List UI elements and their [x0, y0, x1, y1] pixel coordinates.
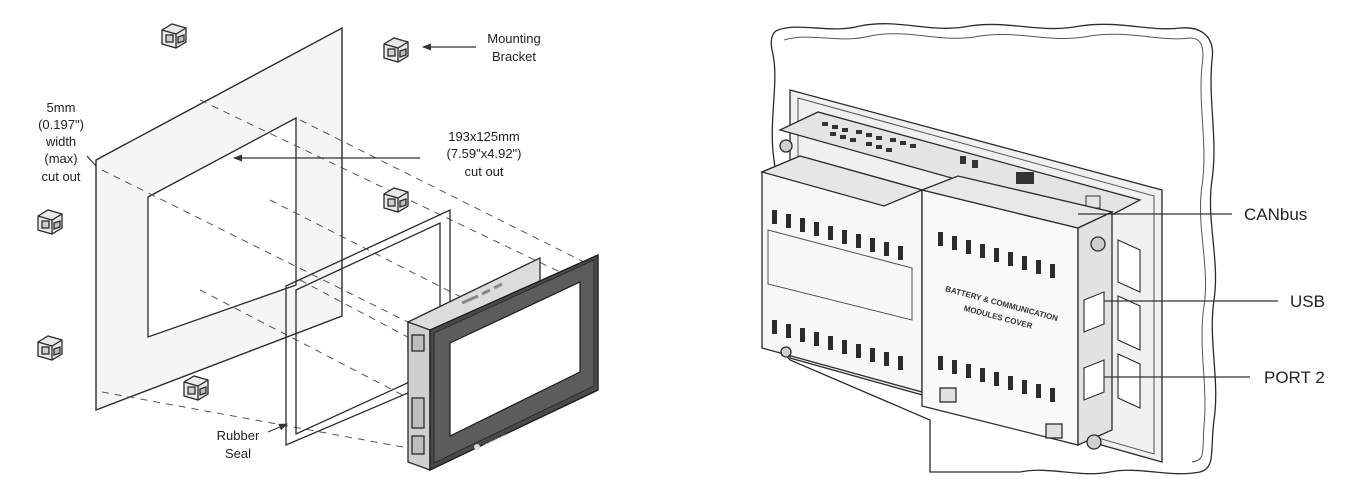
rubber-seal-label: Rubber Seal: [217, 428, 260, 461]
mounting-bracket-icon: [37, 209, 63, 235]
hmi-device: UNITRONICS: [407, 253, 599, 472]
bottom-clip: [1045, 423, 1063, 439]
svg-text:cut out: cut out: [464, 164, 503, 179]
bottom-clip: [939, 387, 957, 403]
left-module-vents: [772, 210, 903, 370]
mounting-bracket-icon: [383, 37, 409, 63]
svg-text:5mm: 5mm: [47, 100, 76, 115]
svg-text:width: width: [45, 134, 76, 149]
panel-thickness-label: 5mm (0.197") width (max) cut out: [38, 100, 84, 184]
svg-text:Rubber: Rubber: [217, 428, 260, 443]
svg-text:Mounting: Mounting: [487, 31, 540, 46]
svg-text:cut out: cut out: [41, 169, 80, 184]
mounting-bracket-icon: [183, 375, 209, 401]
svg-text:Seal: Seal: [225, 446, 251, 461]
mounting-bracket-icon: [161, 23, 187, 49]
thickness-leader: [86, 155, 97, 167]
svg-text:193x125mm: 193x125mm: [448, 129, 520, 144]
canbus-label: CANbus: [1244, 205, 1307, 224]
usb-label: USB: [1290, 292, 1325, 311]
seal-leader: [267, 423, 288, 433]
svg-text:(max): (max): [44, 151, 77, 166]
cover-vents: [938, 232, 1055, 402]
mounting-bracket-label: Mounting Bracket: [487, 31, 540, 64]
svg-text:(0.197"): (0.197"): [38, 117, 84, 132]
port2-label: PORT 2: [1264, 368, 1325, 387]
panel-cutout: [147, 116, 297, 338]
svg-text:(7.59"x4.92"): (7.59"x4.92"): [447, 146, 522, 161]
side-connectors: [1083, 239, 1141, 409]
right-rear-view: BATTERY & COMMUNICATION MODULES COVER CA…: [760, 23, 1325, 475]
mounting-bracket-icon: [383, 187, 409, 213]
mounting-bracket-icon: [37, 335, 63, 361]
svg-text:Bracket: Bracket: [492, 49, 536, 64]
mounting-screws: [779, 139, 1106, 450]
cutout-size-label: 193x125mm (7.59"x4.92") cut out: [447, 129, 522, 179]
left-exploded-view: UNITRONICS Mounting Bracket 5mm (0.197")…: [37, 23, 601, 472]
